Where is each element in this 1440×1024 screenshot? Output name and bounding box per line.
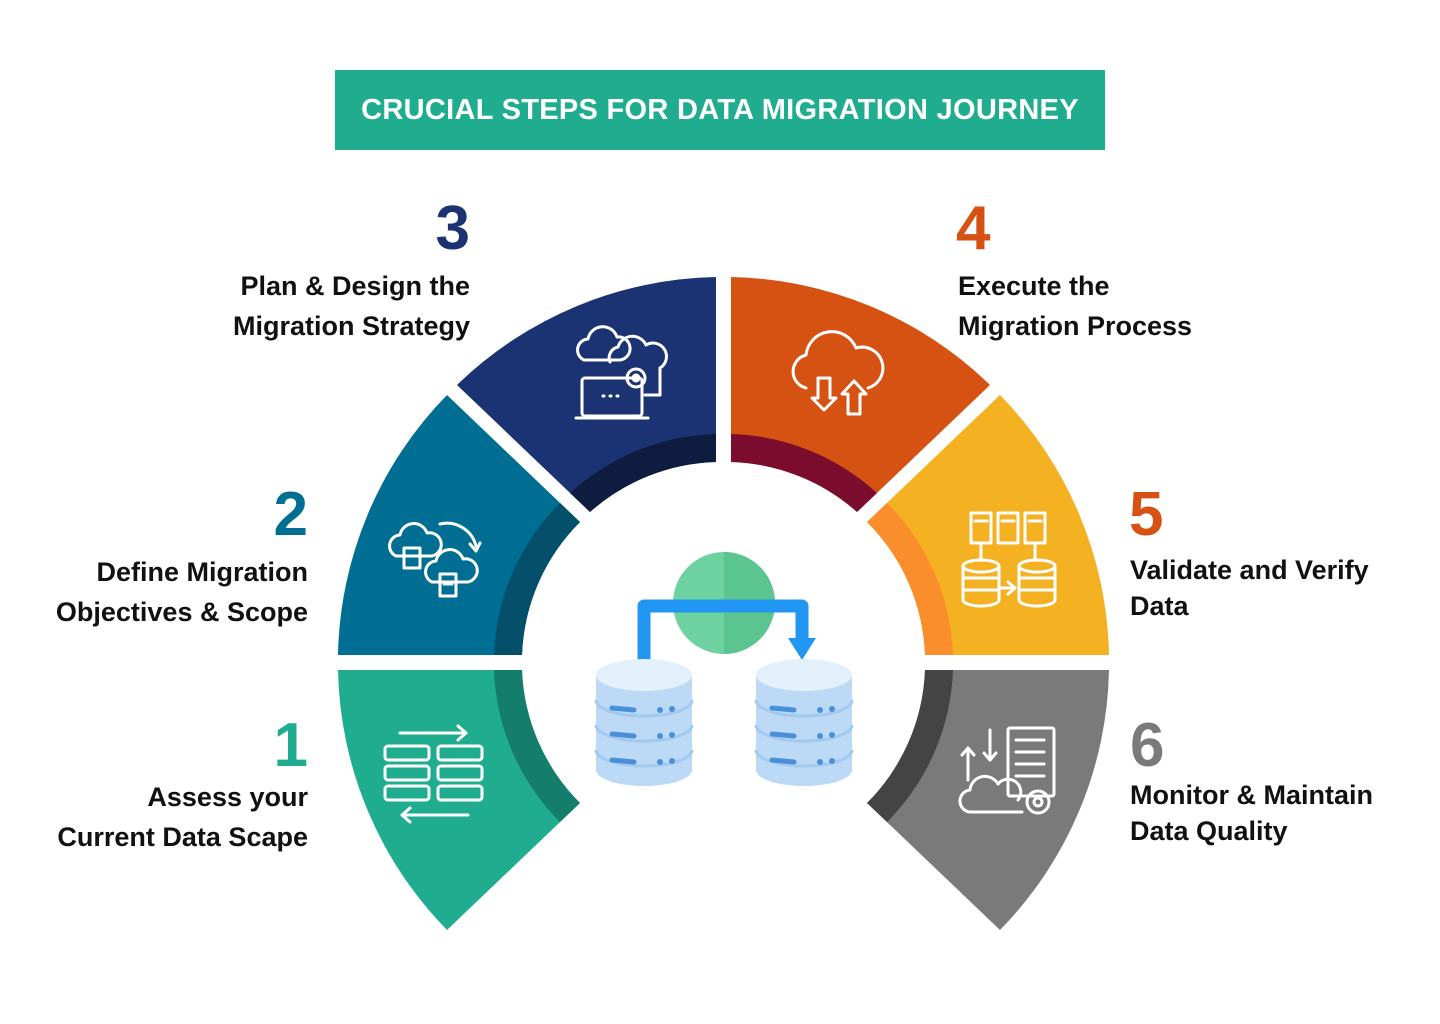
step-4-label: Execute the Migration Process	[958, 266, 1378, 346]
step-3-label: Plan & Design the Migration Strategy	[50, 266, 470, 346]
data-transfer-icon	[383, 724, 484, 824]
step-4-label-line1: Execute the	[958, 271, 1110, 301]
step-2-label: Define Migration Objectives & Scope	[0, 552, 308, 632]
cloud-laptop-gear-icon	[574, 325, 668, 420]
step-4-label-line2: Migration Process	[958, 311, 1193, 341]
step-3-label-line1: Plan & Design the	[240, 271, 470, 301]
segment-step-6	[867, 670, 1109, 930]
cloud-upload-download-icon	[791, 330, 885, 416]
cloud-sync-icon	[388, 521, 482, 598]
step-3-label-line2: Migration Strategy	[232, 311, 470, 341]
step-2-label-line1: Define Migration	[96, 557, 308, 587]
step-3-number: 3	[435, 194, 470, 263]
step-5-number: 5	[1129, 480, 1164, 549]
source-database	[594, 659, 694, 786]
step-6-label: Monitor & Maintain Data Quality	[1130, 777, 1440, 849]
database-validate-icon	[961, 511, 1057, 608]
step-2-number: 2	[273, 480, 308, 549]
page-title: CRUCIAL STEPS FOR DATA MIGRATION JOURNEY	[361, 93, 1079, 126]
title-banner: CRUCIAL STEPS FOR DATA MIGRATION JOURNEY	[335, 70, 1105, 150]
server-cloud-gear-icon	[958, 726, 1056, 815]
step-5-label-line2: Data	[1130, 591, 1189, 621]
segment-step-3	[457, 277, 716, 512]
step-6-number: 6	[1130, 711, 1165, 780]
step-1-number: 1	[273, 711, 308, 780]
step-5-label-line1: Validate and Verify	[1130, 555, 1369, 585]
step-1-label-line1: Assess your	[147, 782, 308, 812]
step-5-label: Validate and Verify Data	[1130, 552, 1440, 624]
step-4-number: 4	[956, 194, 991, 263]
step-2-label-line2: Objectives & Scope	[55, 597, 308, 627]
step-6-label-line1: Monitor & Maintain	[1130, 780, 1373, 810]
database-migration-icon	[594, 552, 854, 786]
step-1-label: Assess your Current Data Scape	[0, 777, 308, 857]
step-1-label-line2: Current Data Scape	[57, 822, 308, 852]
target-database	[754, 659, 854, 786]
step-6-label-line2: Data Quality	[1130, 816, 1288, 846]
